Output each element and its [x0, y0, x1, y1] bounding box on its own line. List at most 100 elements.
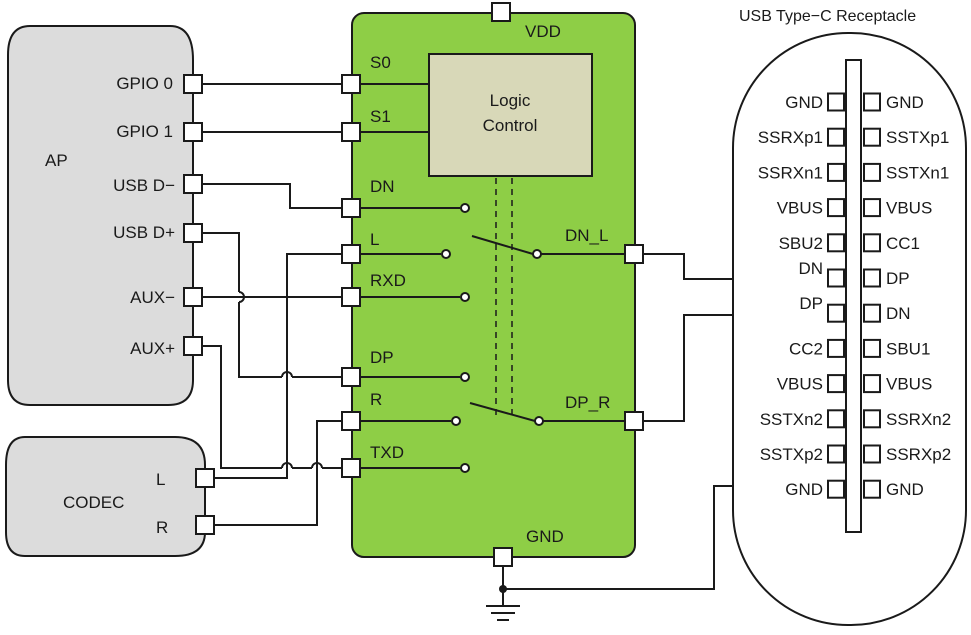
ap-pin-auxm-label: AUX− — [130, 288, 175, 307]
chip-pin-rxd — [341, 287, 361, 307]
ap-label: AP — [45, 151, 68, 170]
codec-block — [5, 436, 206, 557]
usb-right-pin-label-7: DN — [886, 304, 911, 323]
usb-left-pin-12 — [827, 479, 845, 499]
ap-pin-usbdm-label: USB D− — [113, 176, 175, 195]
switch-contacts — [441, 203, 544, 473]
contact-dpr-common — [534, 416, 544, 426]
contact-l — [441, 249, 451, 259]
usb-right-pin-3 — [863, 162, 881, 182]
usb-left-pin-label-2: SSRXp1 — [758, 128, 823, 147]
ground-junction-dot — [499, 585, 507, 593]
usb-right-pin-label-12: GND — [886, 480, 924, 499]
usb-right-pin-9 — [863, 374, 881, 394]
usb-right-pin-7 — [863, 303, 881, 323]
ap-pin-auxp-label: AUX+ — [130, 339, 175, 358]
usb-right-pin-4 — [863, 198, 881, 218]
contact-txd — [460, 463, 470, 473]
chip-pin-txd — [341, 458, 361, 478]
contact-r — [451, 416, 461, 426]
chip-pin-r — [341, 411, 361, 431]
logic-label-line2: Control — [483, 116, 538, 135]
ap-pin-auxp — [183, 336, 203, 356]
usb-right-pin-label-10: SSRXn2 — [886, 410, 951, 429]
usb-left-pin-label-6: DN — [798, 259, 823, 278]
usb-left-pin-4 — [827, 198, 845, 218]
usb-right-pin-10 — [863, 409, 881, 429]
chip-pin-rxd-label: RXD — [370, 271, 406, 290]
usb-left-pin-5 — [827, 233, 845, 253]
ap-pin-usbdp — [183, 223, 203, 243]
chip-pin-gnd — [493, 547, 513, 567]
ap-block — [7, 25, 194, 406]
logic-label-line1: Logic — [490, 91, 531, 110]
usb-right-pin-2 — [863, 127, 881, 147]
codec-pin-l-label: L — [156, 470, 165, 489]
chip-pin-dp — [341, 367, 361, 387]
usb-right-pin-6 — [863, 268, 881, 288]
chip-pin-l — [341, 244, 361, 264]
ap-pins — [183, 74, 203, 356]
contact-dn — [460, 203, 470, 213]
codec-pins — [195, 468, 215, 535]
codec-pin-r — [195, 515, 215, 535]
chip-pin-s0 — [341, 74, 361, 94]
ap-pin-gpio1 — [183, 122, 203, 142]
usb-right-pin-label-8: SBU1 — [886, 339, 930, 358]
usb-right-pin-1 — [863, 92, 881, 112]
ap-pin-usbdp-label: USB D+ — [113, 223, 175, 242]
ap-pin-gpio0-label: GPIO 0 — [116, 74, 173, 93]
usb-left-pin-1 — [827, 92, 845, 112]
usb-left-pin-11 — [827, 444, 845, 464]
internal-switch-wiring — [360, 83, 624, 469]
wire-crossover-hops — [238, 291, 323, 469]
usb-right-pin-label-9: VBUS — [886, 375, 932, 394]
usb-right-pin-8 — [863, 338, 881, 358]
chip-pins — [341, 2, 644, 567]
chip-pin-r-label: R — [370, 390, 382, 409]
usb-left-pin-9 — [827, 374, 845, 394]
usb-pin-rows: GNDSSRXp1SSRXn1VBUSSBU2DNDPCC2VBUSSSTXn2… — [758, 92, 951, 499]
contact-dp — [460, 372, 470, 382]
chip-pin-dpr — [624, 411, 644, 431]
chip-pin-l-label: L — [370, 230, 379, 249]
usb-left-pin-label-4: VBUS — [777, 199, 823, 218]
usb-right-pin-label-2: SSTXp1 — [886, 128, 949, 147]
chip-pin-s1-label: S1 — [370, 107, 391, 126]
usb-left-pin-label-12: GND — [785, 480, 823, 499]
vdd-label: VDD — [525, 22, 561, 41]
usb-left-pin-10 — [827, 409, 845, 429]
usb-left-pin-label-1: GND — [785, 93, 823, 112]
usb-right-pin-label-11: SSRXp2 — [886, 445, 951, 464]
codec-pin-l — [195, 468, 215, 488]
usb-right-pin-12 — [863, 479, 881, 499]
contact-rxd — [460, 292, 470, 302]
usb-right-pin-label-4: VBUS — [886, 199, 932, 218]
chip-pin-dn — [341, 198, 361, 218]
usb-left-pin-7 — [827, 303, 845, 323]
usb-left-pin-label-10: SSTXn2 — [760, 410, 823, 429]
usb-tongue — [845, 59, 862, 533]
usb-right-pin-label-6: DP — [886, 269, 910, 288]
codec-pin-r-label: R — [156, 518, 168, 537]
usb-left-pin-2 — [827, 127, 845, 147]
chip-pin-dp-label: DP — [370, 348, 394, 367]
usb-right-pin-11 — [863, 444, 881, 464]
chip-pin-dnl — [624, 244, 644, 264]
contact-dnl-common — [532, 249, 542, 259]
usb-right-pin-5 — [863, 233, 881, 253]
usb-right-pin-label-3: SSTXn1 — [886, 163, 949, 182]
chip-pin-txd-label: TXD — [370, 443, 404, 462]
usb-left-pin-label-8: CC2 — [789, 339, 823, 358]
usb-left-pin-label-3: SSRXn1 — [758, 163, 823, 182]
logic-control-block — [428, 53, 593, 177]
usb-left-pin-label-9: VBUS — [777, 375, 823, 394]
usb-left-pin-label-5: SBU2 — [779, 234, 823, 253]
chip-pin-dpr-label: DP_R — [565, 393, 610, 412]
ap-pin-gpio0 — [183, 74, 203, 94]
gnd-label: GND — [526, 527, 564, 546]
chip-pin-vdd — [491, 2, 511, 22]
chip-pin-dnl-label: DN_L — [565, 226, 608, 245]
usb-right-pin-label-5: CC1 — [886, 234, 920, 253]
